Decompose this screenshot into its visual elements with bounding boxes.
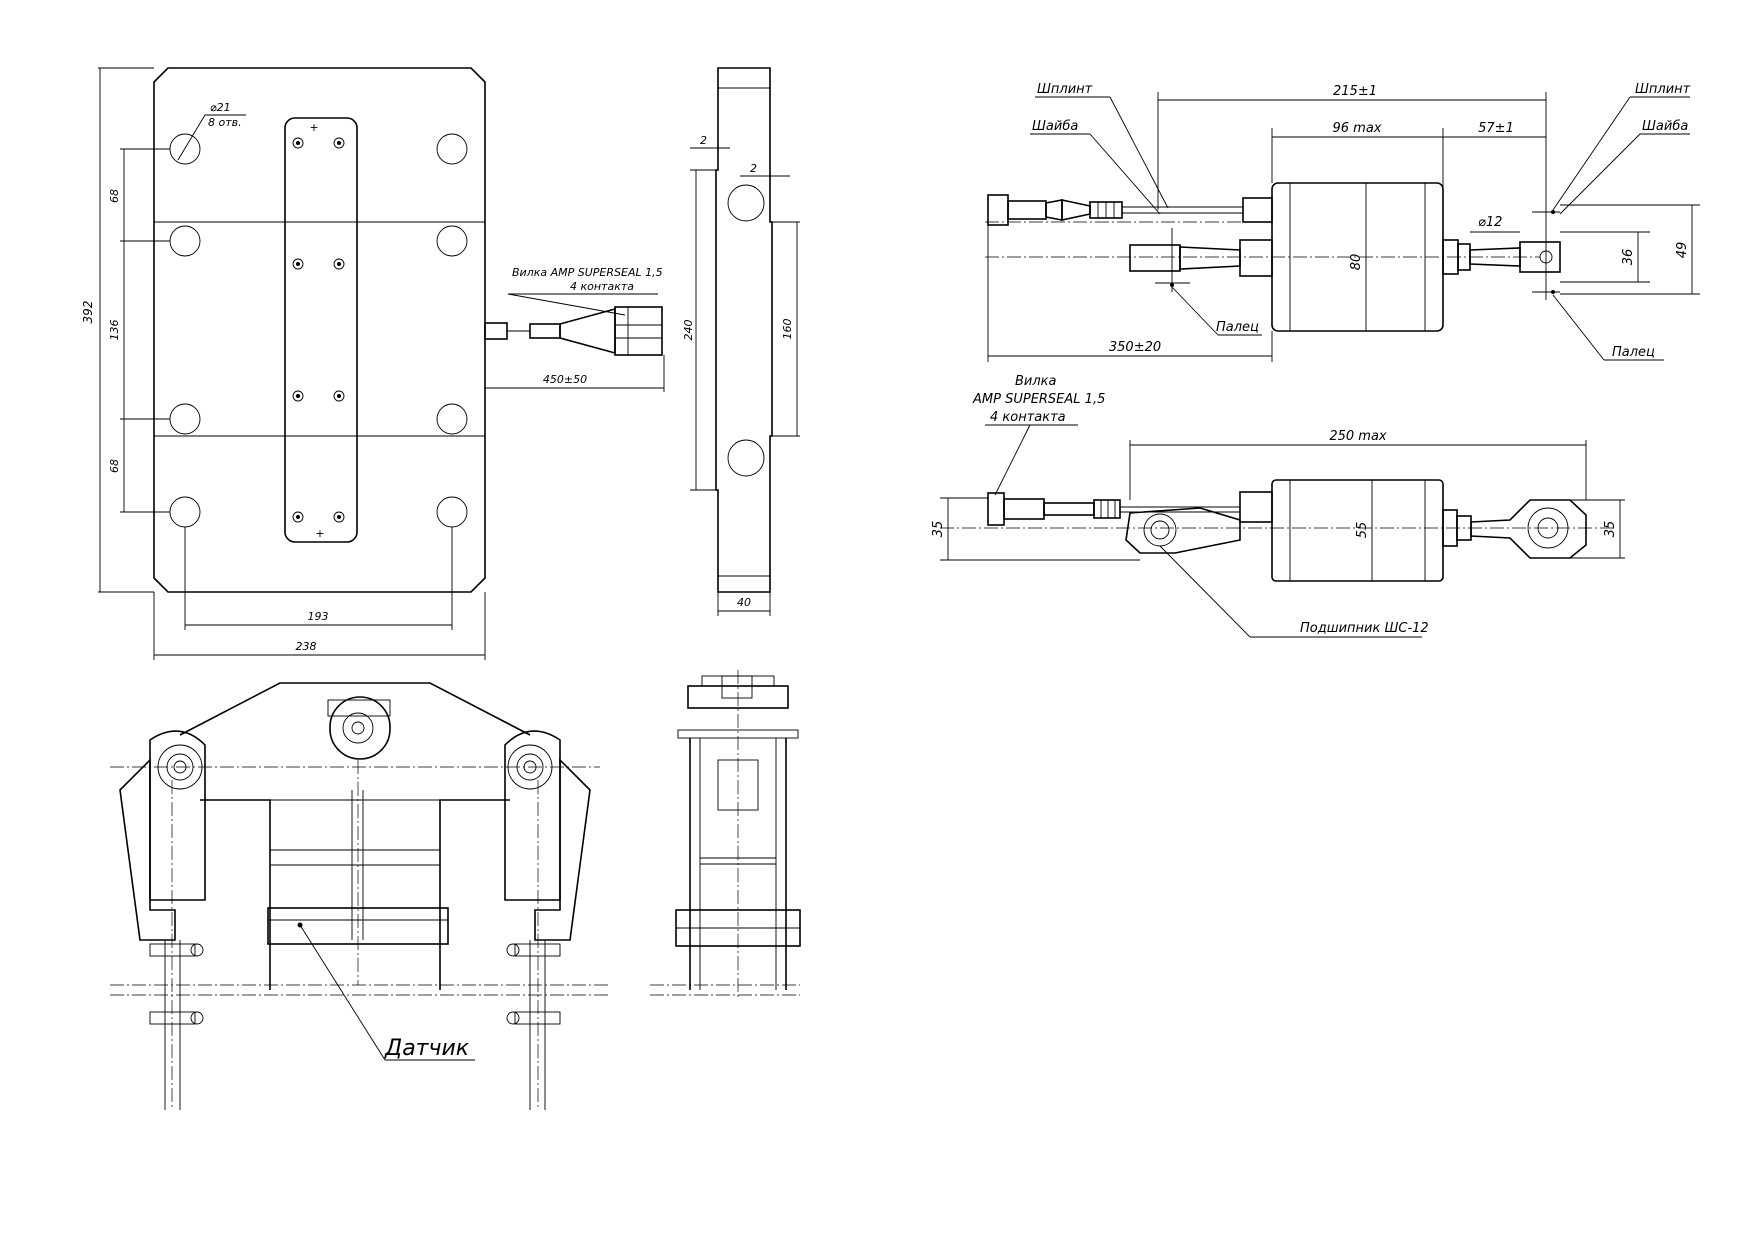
- dim-68-top: 68: [108, 189, 121, 203]
- dim-cable-length: 450±50: [543, 373, 587, 386]
- dim-240: 240: [682, 320, 695, 341]
- dim-215: 215±1: [1333, 84, 1377, 99]
- mounting-holes: [169, 133, 468, 528]
- label-pin-left: Палец: [1216, 320, 1259, 335]
- hole-count-note: 8 отв.: [208, 116, 242, 129]
- dim-80: 80: [1349, 254, 1364, 271]
- assembly-view: Датчик: [110, 682, 610, 1110]
- dim-68-bottom: 68: [108, 459, 121, 473]
- bar-screws: + +: [292, 121, 345, 540]
- label-splint-left: Шплинт: [1037, 82, 1093, 97]
- dim-193: 193: [308, 610, 329, 623]
- label-bearing: Подшипник ШС-12: [1300, 621, 1429, 636]
- label-washer-right: Шайба: [1642, 119, 1688, 134]
- label-splint-right: Шплинт: [1635, 82, 1691, 97]
- dim-36: 36: [1621, 249, 1636, 266]
- plate-connector-label-1: Вилка AMP SUPERSEAL 1,5: [512, 266, 663, 279]
- svg-text:+: +: [315, 527, 324, 540]
- dim-2-right: 2: [750, 162, 757, 175]
- dim-35-left: 35: [931, 521, 946, 538]
- dim-49: 49: [1675, 242, 1690, 259]
- side-connector-label-2: AMP SUPERSEAL 1,5: [972, 392, 1105, 407]
- dim-160: 160: [781, 319, 794, 340]
- side-connector-label-3: 4 контакта: [990, 410, 1066, 425]
- dim-136: 136: [108, 320, 121, 341]
- dim-35-right: 35: [1603, 521, 1618, 538]
- dim-2-left: 2: [700, 134, 707, 147]
- dim-238: 238: [296, 640, 317, 653]
- dim-350: 350±20: [1109, 340, 1161, 355]
- sensor-top-view: 215±1 96 max 57±1 80 ⌀12 36 49 350±20 Шп…: [985, 82, 1700, 362]
- dim-57: 57±1: [1478, 121, 1514, 136]
- label-washer-left: Шайба: [1032, 119, 1078, 134]
- dim-40: 40: [737, 596, 751, 609]
- hole-diameter-note: ⌀21: [210, 101, 231, 114]
- dim-96-max: 96 max: [1333, 121, 1382, 136]
- assembly-side-view: [650, 670, 801, 1000]
- dim-392: 392: [81, 301, 95, 324]
- side-connector-label-1: Вилка: [1015, 374, 1057, 389]
- dim-d12: ⌀12: [1478, 215, 1502, 230]
- svg-text:+: +: [309, 121, 318, 134]
- plate-side-view: 240 160 2 2 40: [682, 67, 800, 616]
- sensor-side-view: 250 max 35 55 35 Вилка AMP SUPERSEAL 1,5…: [931, 374, 1625, 638]
- dim-250-max: 250 max: [1329, 429, 1387, 444]
- label-sensor: Датчик: [384, 1036, 470, 1061]
- dim-55: 55: [1355, 522, 1370, 539]
- label-pin-right: Палец: [1612, 345, 1655, 360]
- plate-connector-label-2: 4 контакта: [570, 280, 634, 293]
- plate-front-view: + + ⌀21 8 отв. 392 68 136 68 193 238: [81, 67, 665, 660]
- plate-connector: [484, 306, 663, 356]
